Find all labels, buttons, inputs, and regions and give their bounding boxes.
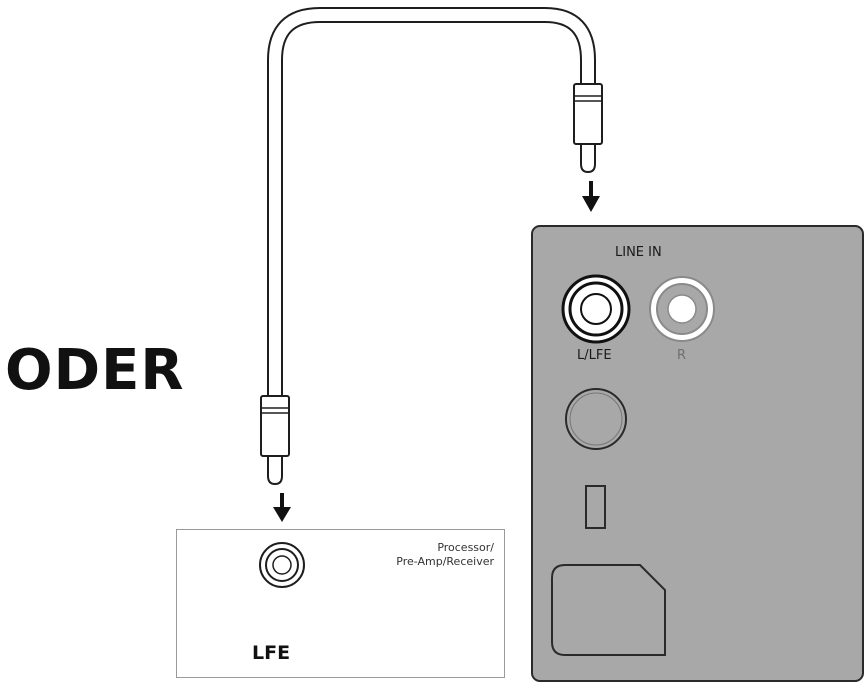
jack-r-label: R [677, 348, 687, 363]
device-name-line-1: Processor/ [437, 541, 494, 554]
l-lfe-input-jack-icon[interactable] [561, 274, 631, 344]
lfe-output-label: LFE [252, 642, 291, 664]
device-name-line-2: Pre-Amp/Receiver [396, 555, 494, 568]
processor-device: Processor/ Pre-Amp/Receiver LFE [176, 529, 505, 678]
power-inlet-icon[interactable] [551, 564, 666, 656]
round-port-inner-ring [569, 392, 623, 446]
r-input-jack-icon[interactable] [649, 276, 715, 342]
page-title: ODER [5, 338, 185, 403]
round-port-icon[interactable] [565, 388, 627, 450]
line-in-label: LINE IN [615, 245, 662, 260]
jack-l-lfe-label: L/LFE [577, 348, 612, 363]
power-switch-icon[interactable] [585, 485, 606, 529]
